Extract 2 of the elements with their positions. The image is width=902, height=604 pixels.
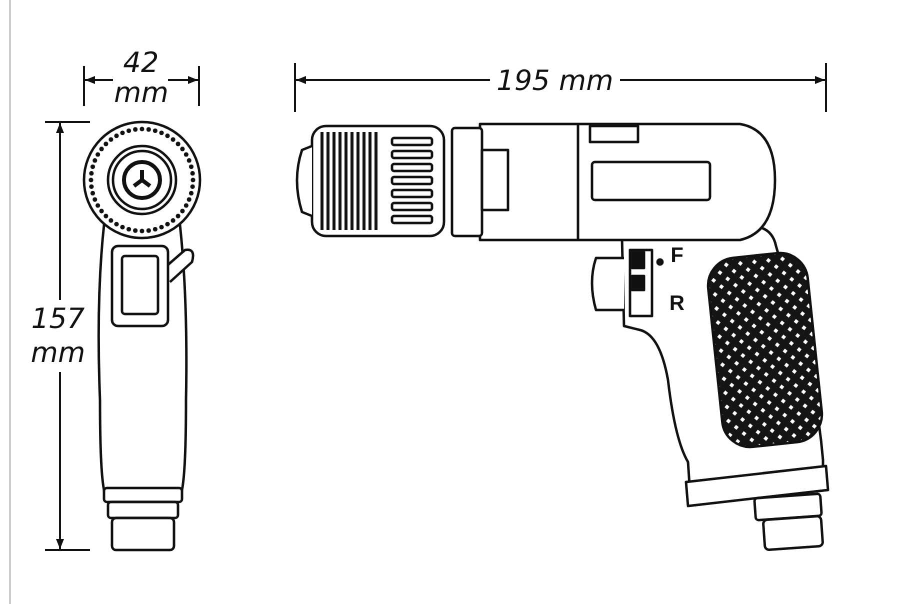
direction-setting-letter: F — [670, 244, 684, 268]
direction-setting-letter: R — [668, 292, 686, 316]
